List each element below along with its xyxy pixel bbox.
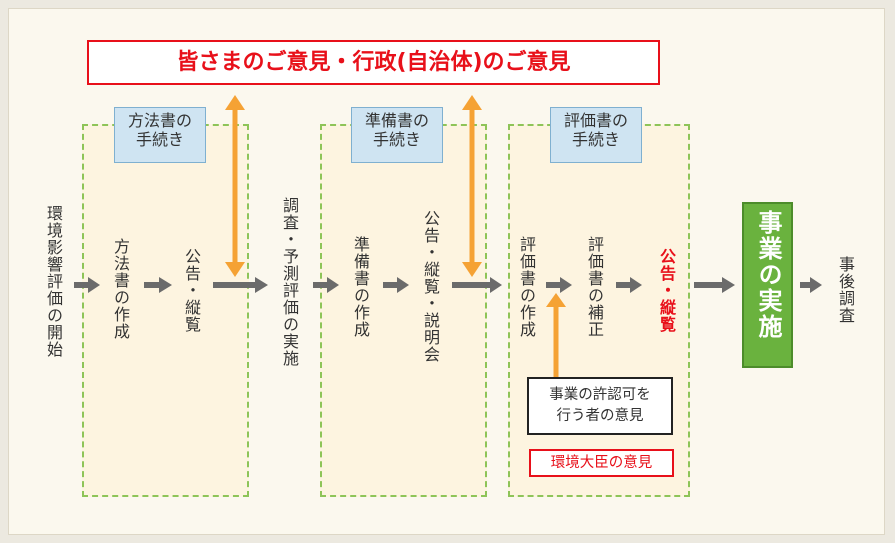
step-method-public: 公告・縦覧 — [182, 248, 201, 333]
gray-arrow-9 — [694, 277, 735, 293]
orange-arrow-permit — [546, 293, 566, 377]
permit-authority-opinion-box: 事業の許認可を 行う者の意見 — [527, 377, 673, 435]
gray-arrow-1 — [74, 277, 100, 293]
step-method-create: 方法書の作成 — [111, 238, 130, 340]
tag-prep-procedure: 準備書の 手続き — [351, 107, 443, 163]
phase-method-region — [82, 124, 249, 497]
tag-method-procedure: 方法書の 手続き — [114, 107, 206, 163]
gray-arrow-5 — [383, 277, 409, 293]
step-survey: 調査・予測評価の実施 — [280, 197, 299, 367]
permit-line2: 行う者の意見 — [556, 408, 644, 424]
step-start: 環境影響評価の開始 — [44, 205, 63, 358]
step-prep-public: 公告・縦覧・説明会 — [421, 210, 440, 363]
permit-line1: 事業の許認可を — [549, 387, 651, 403]
tag-method-line2: 手続き — [135, 130, 184, 149]
gray-arrow-10 — [800, 277, 822, 293]
step-eval-create: 評価書の作成 — [517, 236, 536, 338]
gray-arrow-6 — [452, 277, 502, 293]
step-post: 事後調査 — [836, 256, 855, 324]
step-eval-revise: 評価書の補正 — [585, 236, 604, 338]
tag-prep-line2: 手続き — [372, 130, 421, 149]
step-prep-create: 準備書の作成 — [351, 236, 370, 338]
orange-arrow-prep — [462, 95, 482, 277]
tag-eval-line2: 手続き — [571, 130, 620, 149]
implementation-label: 事業の実施 — [754, 210, 782, 340]
public-opinion-banner: 皆さまのご意見・行政(自治体)のご意見 — [87, 40, 660, 85]
tag-eval-procedure: 評価書の 手続き — [550, 107, 642, 163]
gray-arrow-4 — [313, 277, 339, 293]
tag-method-line1: 方法書の — [127, 111, 192, 130]
tag-eval-line1: 評価書の — [563, 111, 628, 130]
phase-prep-region — [320, 124, 487, 497]
minister-opinion-box: 環境大臣の意見 — [529, 449, 674, 477]
gray-arrow-2 — [144, 277, 172, 293]
implementation-box: 事業の実施 — [742, 202, 793, 368]
gray-arrow-3 — [213, 277, 268, 293]
tag-prep-line1: 準備書の — [364, 111, 429, 130]
gray-arrow-7 — [546, 277, 572, 293]
step-eval-public: 公告・縦覧 — [657, 248, 676, 333]
orange-arrow-method — [225, 95, 245, 277]
gray-arrow-8 — [616, 277, 642, 293]
